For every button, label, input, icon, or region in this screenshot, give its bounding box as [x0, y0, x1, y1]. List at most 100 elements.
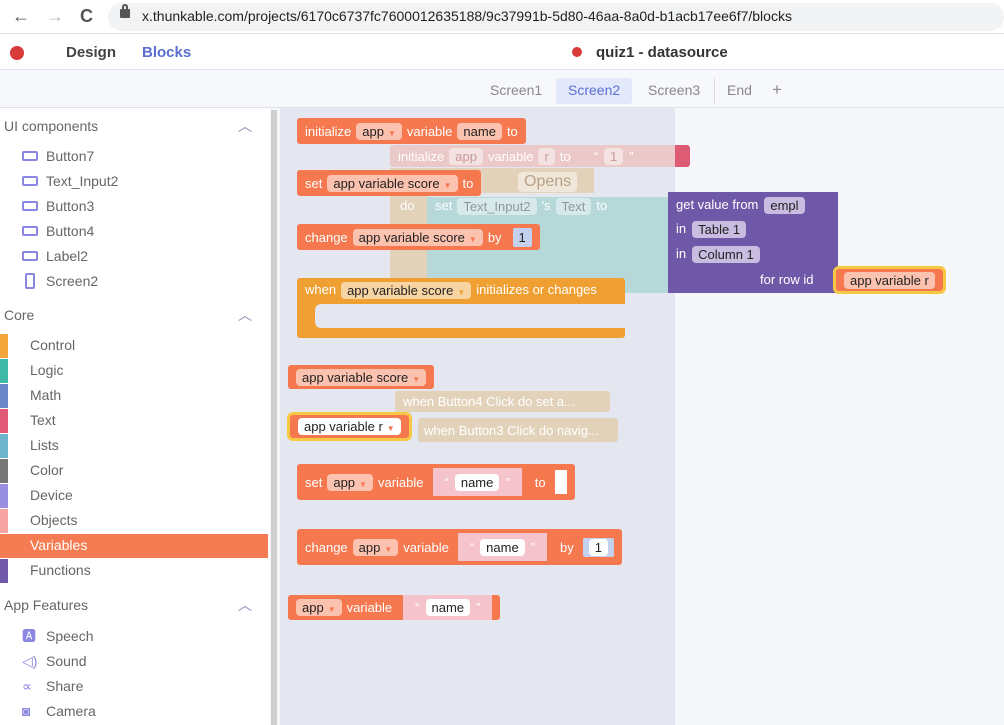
- feature-camera[interactable]: ◙Camera: [22, 700, 96, 722]
- core-device[interactable]: Device: [0, 484, 268, 508]
- variable-dropdown[interactable]: app variable score▼: [296, 368, 427, 386]
- feature-sound[interactable]: ◁)Sound: [22, 650, 86, 672]
- component-dropdown[interactable]: Text_Input2: [457, 198, 537, 215]
- property-dropdown[interactable]: Text: [555, 198, 592, 215]
- core-math[interactable]: Math: [0, 384, 268, 408]
- column-dropdown[interactable]: Column 1: [692, 246, 760, 263]
- dropdown-arrow-icon: ▼: [386, 424, 395, 433]
- source-dropdown[interactable]: empl: [764, 197, 805, 214]
- add-screen-button[interactable]: +: [772, 80, 782, 99]
- dropdown-arrow-icon: ▼: [457, 288, 466, 297]
- core-logic[interactable]: Logic: [0, 359, 268, 383]
- ui-item-label2[interactable]: Label2: [22, 245, 88, 267]
- address-bar[interactable]: x.thunkable.com/projects/6170c6737fc7600…: [108, 3, 1004, 31]
- tab-screen3[interactable]: Screen3: [648, 82, 701, 98]
- quote-close: ”: [505, 474, 510, 490]
- core-lists[interactable]: Lists: [0, 434, 268, 458]
- tab-blocks[interactable]: Blocks: [142, 44, 192, 73]
- scope-dropdown[interactable]: app▼: [352, 538, 399, 556]
- chevron-up-icon[interactable]: ︿: [238, 597, 252, 613]
- name-field[interactable]: r: [538, 147, 555, 165]
- color-swatch: [0, 334, 8, 358]
- tab-screen1[interactable]: Screen1: [490, 82, 543, 98]
- string-value[interactable]: 1: [604, 147, 624, 165]
- scope-dropdown[interactable]: app: [449, 147, 483, 165]
- variable-score-getter[interactable]: app variable score▼: [288, 365, 435, 389]
- string-value[interactable]: name: [480, 538, 525, 556]
- string-block[interactable]: “name”: [403, 595, 493, 620]
- project-icon: [572, 47, 582, 57]
- string-block[interactable]: “name”: [432, 468, 522, 496]
- tab-screen2[interactable]: Screen2: [556, 78, 633, 104]
- name-field[interactable]: name: [457, 122, 502, 140]
- variable-dropdown[interactable]: app variable score▼: [341, 282, 472, 299]
- item-label: Lists: [30, 437, 59, 453]
- variable-dropdown[interactable]: app variable r▼: [298, 418, 401, 435]
- string-value[interactable]: name: [454, 473, 500, 491]
- back-button[interactable]: ←: [12, 6, 30, 26]
- number-block[interactable]: 1: [512, 227, 532, 247]
- ui-item-button4[interactable]: Button4: [22, 220, 94, 242]
- block-text: to: [506, 123, 518, 139]
- feature-share[interactable]: ∝Share: [22, 675, 83, 697]
- block-text: variable: [406, 123, 453, 139]
- core-objects[interactable]: Objects: [0, 509, 268, 533]
- feature-speech[interactable]: 🅰Speech: [22, 625, 93, 647]
- ui-item-text-input2[interactable]: Text_Input2: [22, 170, 118, 192]
- core-control[interactable]: Control: [0, 334, 268, 358]
- table-dropdown[interactable]: Table 1: [692, 221, 747, 238]
- number-block[interactable]: 1: [582, 537, 614, 557]
- variable-dropdown[interactable]: app variable score▼: [327, 174, 458, 192]
- chevron-up-icon[interactable]: ︿: [238, 118, 252, 134]
- core-color[interactable]: Color: [0, 459, 268, 483]
- variable-dropdown[interactable]: app variable score▼: [352, 228, 483, 246]
- section-app-features[interactable]: App Features: [4, 597, 89, 613]
- item-label: Label2: [46, 248, 89, 264]
- sidebar-scrollbar[interactable]: [271, 110, 277, 725]
- scope-dropdown[interactable]: app▼: [327, 473, 373, 491]
- block-text: in: [676, 221, 687, 236]
- forward-button[interactable]: →: [46, 6, 64, 26]
- collapsed-button3-block[interactable]: when Button3 Click do navig...: [418, 418, 618, 442]
- collapsed-button4-block[interactable]: when Button4 Click do set a...: [395, 391, 610, 412]
- block-text: in: [676, 246, 687, 261]
- tab-design[interactable]: Design: [66, 44, 117, 61]
- variable-dropdown[interactable]: app variable r: [844, 271, 935, 289]
- ui-item-screen2[interactable]: Screen2: [22, 270, 98, 292]
- empty-input-slot[interactable]: [554, 470, 567, 494]
- section-ui-components[interactable]: UI components: [4, 118, 99, 134]
- quote-open: “: [593, 148, 599, 164]
- string-block[interactable]: “1”: [593, 147, 634, 165]
- ui-item-button3[interactable]: Button3: [22, 195, 94, 217]
- item-label: Button3: [46, 198, 95, 214]
- scope-dropdown[interactable]: app▼: [296, 599, 342, 616]
- reload-button[interactable]: C: [80, 6, 93, 26]
- ui-item-button7[interactable]: Button7: [22, 145, 94, 167]
- item-label: Device: [30, 487, 73, 503]
- app-variable-getter-block[interactable]: app▼variable “name”: [288, 595, 501, 620]
- scope-dropdown[interactable]: app▼: [356, 122, 402, 140]
- core-variables[interactable]: Variables: [0, 534, 268, 558]
- color-swatch: [0, 409, 8, 433]
- string-block[interactable]: “name”: [457, 533, 548, 561]
- variable-r-getter[interactable]: app variable r▼: [287, 412, 412, 441]
- button-icon: [22, 151, 38, 161]
- core-functions[interactable]: Functions: [0, 559, 268, 583]
- tab-end[interactable]: End: [714, 78, 764, 104]
- string-value[interactable]: name: [425, 599, 471, 616]
- screen-icon: [25, 273, 35, 289]
- chevron-up-icon[interactable]: ︿: [238, 307, 252, 323]
- event-dropdown[interactable]: Opens: [518, 172, 578, 192]
- section-core[interactable]: Core: [4, 307, 35, 323]
- core-text[interactable]: Text: [0, 409, 268, 433]
- variable-r-block[interactable]: app variable r: [833, 266, 946, 294]
- block-text: to: [596, 198, 608, 213]
